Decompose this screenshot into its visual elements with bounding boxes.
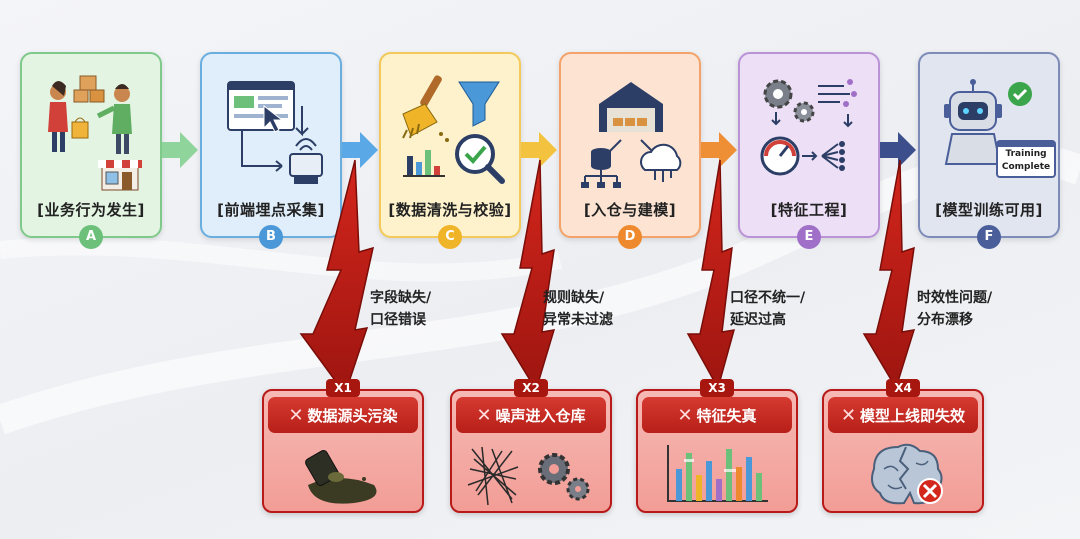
problem-title-bar: ✕ 模型上线即失效 [828, 397, 978, 433]
noise-gears-icon [452, 439, 610, 509]
gears-gauge-icon [740, 64, 878, 194]
stage-card-d: [入仓与建模] D [559, 52, 701, 249]
stage-label-c: [数据清洗与校验] [388, 201, 512, 219]
cross-icon: ✕ [288, 404, 304, 426]
issue-line2: 延迟过高 [730, 312, 786, 328]
problem-tag-x1: X1 [326, 379, 360, 397]
cross-icon: ✕ [476, 404, 492, 426]
stage-card-a: [业务行为发生] A [20, 52, 162, 249]
tracking-click-icon [202, 64, 340, 194]
flow-arrow-b-c [342, 132, 378, 168]
stage-card-b: [前端埋点采集] B [200, 52, 342, 249]
stage-letter-d: D [618, 225, 642, 249]
stage-label-e: [特征工程] [770, 201, 848, 219]
training-badge-line2: Complete [1001, 162, 1051, 172]
issue-text-4: 时效性问题/ 分布漂移 [917, 287, 992, 331]
stage-letter-e: E [797, 225, 821, 249]
issue-line1: 口径不统一/ [730, 290, 806, 306]
broken-brain-icon [824, 439, 982, 509]
problem-tag-x4: X4 [886, 379, 920, 397]
stage-letter-f: F [977, 225, 1001, 249]
problem-box-x2: X2 ✕ 噪声进入仓库 [450, 379, 612, 513]
stage-letter-c: C [438, 225, 462, 249]
problem-title-bar: ✕ 特征失真 [642, 397, 792, 433]
stage-label-d: [入仓与建模] [583, 201, 677, 219]
issue-line1: 规则缺失/ [543, 290, 605, 306]
issue-line2: 异常未过滤 [543, 312, 613, 328]
stage-label-a: [业务行为发生] [37, 201, 145, 219]
problem-title-x3: 特征失真 [696, 406, 757, 425]
stage-label-b: [前端埋点采集] [217, 201, 325, 219]
problem-box-x3: X3 ✕ 特征失真 [636, 379, 798, 513]
issue-text-2: 规则缺失/ 异常未过滤 [543, 287, 613, 331]
shopping-people-icon [22, 64, 160, 194]
spilled-barrel-icon [264, 439, 422, 509]
problem-box-x4: X4 ✕ 模型上线即失效 [822, 379, 984, 513]
cross-icon: ✕ [840, 404, 857, 426]
training-complete-badge: Training Complete [996, 140, 1056, 178]
problem-title-bar: ✕ 噪声进入仓库 [456, 397, 606, 433]
flow-arrow-d-e [701, 132, 737, 168]
training-badge-line1: Training [1005, 149, 1047, 159]
distorted-bars-icon [638, 439, 796, 509]
issue-text-3: 口径不统一/ 延迟过高 [730, 287, 805, 331]
problem-title-x1: 数据源头污染 [307, 406, 398, 425]
problem-tag-x3: X3 [700, 379, 734, 397]
problem-title-bar: ✕ 数据源头污染 [268, 397, 418, 433]
problem-title-x2: 噪声进入仓库 [495, 406, 586, 425]
problem-tag-x2: X2 [514, 379, 548, 397]
stage-card-f: Training Complete [模型训练可用] F [918, 52, 1060, 249]
issue-line1: 时效性问题/ [917, 290, 993, 306]
stage-label-f: [模型训练可用] [935, 201, 1043, 219]
warehouse-cloud-icon [561, 64, 699, 194]
cleaning-validation-icon [381, 64, 519, 194]
issue-text-1: 字段缺失/ 口径错误 [370, 287, 431, 331]
issue-line2: 口径错误 [370, 312, 426, 328]
cross-icon: ✕ [677, 404, 693, 426]
issue-line1: 字段缺失/ [370, 290, 432, 306]
problem-box-x1: X1 ✕ 数据源头污染 [262, 379, 424, 513]
flow-arrow-a-b [162, 132, 198, 168]
stage-letter-a: A [79, 225, 103, 249]
problem-title-x4: 模型上线即失效 [860, 406, 966, 425]
issue-line2: 分布漂移 [917, 312, 973, 328]
stage-card-e: [特征工程] E [738, 52, 880, 249]
stage-card-c: [数据清洗与校验] C [379, 52, 521, 249]
flow-arrow-c-d [521, 132, 557, 168]
flow-arrow-e-f [880, 132, 916, 168]
stage-letter-b: B [259, 225, 283, 249]
